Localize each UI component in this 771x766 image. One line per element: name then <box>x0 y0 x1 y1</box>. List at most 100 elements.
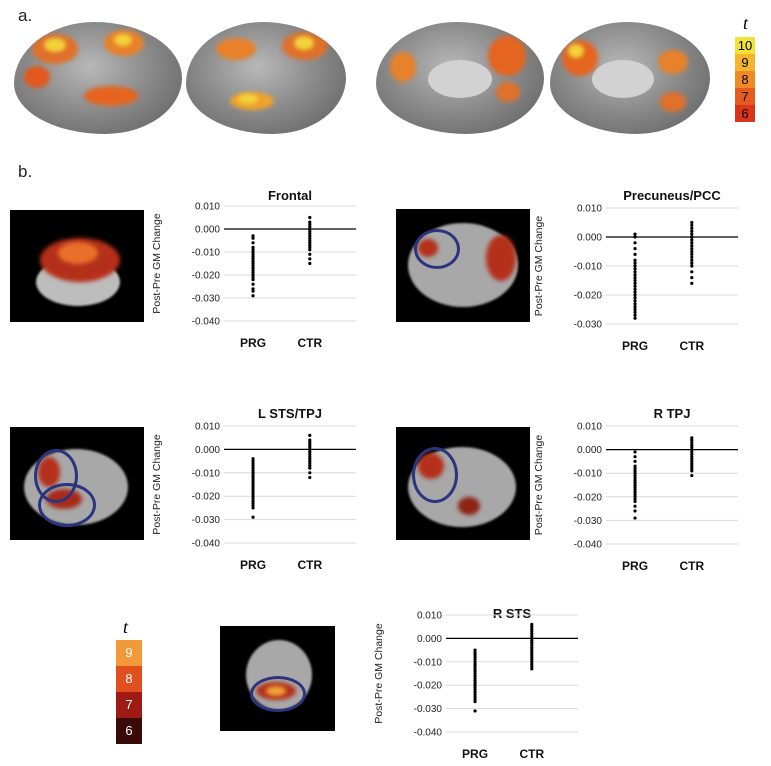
frontal-chart: Frontal0.0100.000-0.010-0.020-0.030-0.04… <box>151 188 356 350</box>
data-point <box>690 252 694 256</box>
data-point <box>251 268 255 272</box>
data-point <box>251 289 255 293</box>
y-tick-label: 0.010 <box>577 422 602 433</box>
data-point <box>473 697 477 701</box>
data-point <box>308 454 312 459</box>
y-tick-label: -0.040 <box>192 539 221 550</box>
y-tick-label: -0.030 <box>414 704 443 715</box>
colorbar-top-title: t <box>743 13 749 33</box>
y-tick-label: -0.030 <box>574 320 603 331</box>
r-tpj-brain-thumbnail <box>396 427 530 540</box>
y-tick-label: -0.030 <box>192 294 221 305</box>
data-point <box>633 258 637 262</box>
data-point <box>251 266 255 270</box>
colorbar-tick: 8 <box>116 666 142 692</box>
data-point <box>251 287 255 291</box>
data-point <box>530 627 534 631</box>
data-point <box>530 648 534 652</box>
y-tick-label: 0.000 <box>577 233 602 244</box>
data-point <box>251 294 255 298</box>
data-point <box>633 296 637 300</box>
y-tick-label: -0.010 <box>574 262 603 273</box>
panel-a-label: a. <box>18 6 33 25</box>
data-point <box>251 506 255 510</box>
chart-title: R TPJ <box>654 406 691 421</box>
data-point <box>308 459 312 463</box>
data-point <box>251 487 255 491</box>
y-tick-label: 0.010 <box>577 204 602 215</box>
data-point <box>690 220 694 225</box>
data-point <box>690 238 694 242</box>
colorbar-tick: 6 <box>735 105 755 122</box>
brain-medial-left <box>376 22 544 134</box>
data-point <box>690 457 694 461</box>
data-point <box>251 466 255 470</box>
data-point <box>633 313 637 317</box>
data-point <box>530 646 534 650</box>
data-point <box>251 271 255 275</box>
data-point <box>690 281 694 285</box>
data-point <box>633 483 637 487</box>
data-point <box>633 278 637 283</box>
data-point <box>530 667 534 671</box>
data-point <box>251 515 255 519</box>
frontal-brain-thumbnail <box>10 210 144 322</box>
y-tick-label: 0.010 <box>417 611 442 622</box>
data-point <box>633 302 637 306</box>
colorbar-tick: 7 <box>735 88 755 105</box>
data-point <box>690 462 694 466</box>
data-point <box>251 255 255 259</box>
data-point <box>251 273 255 277</box>
y-tick-label: -0.030 <box>574 516 603 527</box>
data-point <box>473 660 477 664</box>
data-point <box>633 481 637 485</box>
y-tick-label: -0.040 <box>414 728 443 739</box>
colorbar-bottom: 9 8 7 6 <box>116 640 142 744</box>
data-point <box>251 245 255 249</box>
data-point <box>633 252 637 256</box>
data-point <box>633 293 637 297</box>
data-point <box>251 261 255 266</box>
data-point <box>690 264 694 268</box>
precuneus-pcc-chart: Precuneus/PCC0.0100.000-0.010-0.020-0.03… <box>533 188 738 353</box>
data-point <box>251 471 255 475</box>
colorbar-tick: 8 <box>735 71 755 88</box>
chart-title: L STS/TPJ <box>258 406 322 421</box>
data-point <box>308 238 312 243</box>
data-point <box>633 235 637 239</box>
data-point <box>633 495 637 499</box>
data-point <box>251 475 255 480</box>
data-point <box>633 459 637 463</box>
data-point <box>633 490 637 494</box>
y-tick-label: -0.020 <box>574 291 603 302</box>
data-point <box>308 445 312 449</box>
data-point <box>308 257 312 261</box>
data-point <box>308 443 312 447</box>
data-point <box>473 669 477 673</box>
y-axis-label: Post-Pre GM Change <box>533 435 545 536</box>
l-sts-tpj-brain-thumbnail <box>10 427 144 540</box>
r-tpj-chart: R TPJ0.0100.000-0.010-0.020-0.030-0.040P… <box>533 406 738 573</box>
data-point <box>251 492 255 496</box>
y-tick-label: -0.020 <box>414 681 443 692</box>
data-point <box>251 489 255 494</box>
data-point <box>633 504 637 508</box>
data-point <box>308 248 312 252</box>
data-point <box>251 503 255 508</box>
data-point <box>633 264 637 268</box>
data-point <box>633 299 637 303</box>
data-point <box>308 457 312 461</box>
colorbar-bottom-title: t <box>123 617 129 637</box>
data-point <box>308 222 312 226</box>
y-tick-label: -0.030 <box>192 515 221 526</box>
data-point <box>690 244 694 248</box>
data-point <box>308 440 312 444</box>
data-point <box>251 480 255 484</box>
data-point <box>633 450 637 454</box>
data-point <box>633 485 637 489</box>
brain-medial-right <box>550 22 710 134</box>
data-point <box>251 485 255 489</box>
y-tick-label: -0.010 <box>414 657 443 668</box>
data-point <box>690 276 694 280</box>
data-point <box>251 278 255 282</box>
